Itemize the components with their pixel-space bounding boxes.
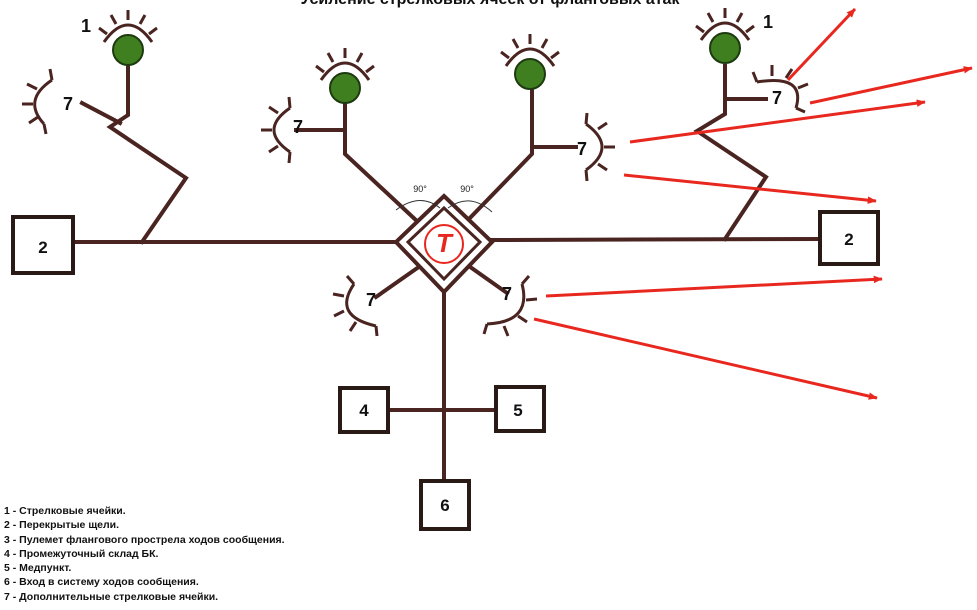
firing-cell-upper-right-pit	[514, 58, 546, 90]
trench-upper-right	[463, 84, 534, 225]
angle-label-left: 90°	[413, 184, 427, 194]
firing-cell-left-ticks	[98, 10, 158, 36]
legend-item: 3 - Пулемет флангового прострела ходов с…	[4, 533, 285, 546]
angle-arc-right	[447, 200, 493, 213]
firing-cells	[98, 8, 755, 104]
extra-cell-right-number: 7	[772, 88, 782, 108]
trench-main-right	[487, 236, 823, 243]
extra-cell-left-number: 7	[63, 94, 73, 114]
entrance-box	[419, 479, 471, 531]
shelters	[11, 210, 880, 531]
extra-cell-lower-left-ticks	[332, 275, 379, 337]
medical-post-box	[494, 385, 546, 433]
extra-cell-upper-right-ticks	[584, 112, 615, 182]
covered-slit-right-label: 2	[844, 230, 853, 249]
trench-left-branch-7	[79, 100, 123, 126]
extra-cell-lower-right-ticks	[482, 275, 538, 337]
machine-gun-circle	[424, 224, 464, 264]
diagram-title: Усиление стрелковых ячеек от фланговых а…	[301, 0, 681, 8]
trench-right-zigzag	[693, 64, 769, 242]
firing-cell-left	[98, 10, 158, 66]
angle-arc-left	[395, 200, 441, 211]
extra-cell-upper-left-number: 7	[293, 117, 303, 137]
firing-cell-upper-right-parapet	[504, 47, 556, 67]
inner-diamond	[405, 205, 483, 282]
fire-arrow-1	[786, 7, 857, 82]
firing-cell-left-parapet	[102, 23, 154, 43]
firing-cell-right-pit	[709, 32, 741, 64]
extra-cell-right-ticks	[751, 65, 809, 114]
firing-cell-right-parapet	[699, 21, 751, 41]
machine-gun-symbol: Т	[436, 228, 454, 258]
extra-cell-upper-right-arc	[585, 122, 604, 172]
covered-slit-left-label: 2	[38, 238, 47, 257]
legend-item: 2 - Перекрытые щели.	[4, 519, 120, 532]
ammo-depot-label: 4	[359, 401, 369, 420]
covered-slit-left	[11, 215, 75, 275]
firing-cell-upper-left-pit	[329, 72, 361, 104]
medical-post-label: 5	[513, 401, 522, 420]
extra-cell-right	[751, 65, 809, 114]
extra-cell-lower-right-number: 7	[502, 284, 512, 304]
extra-cell-upper-left	[261, 96, 292, 164]
trench-left-zigzag	[106, 64, 189, 245]
extra-cell-lower-left	[332, 275, 379, 337]
extra-cells	[22, 65, 809, 337]
legend-item: 6 - Вход в систему ходов сообщения.	[4, 576, 199, 589]
extra-cell-upper-left-arc	[272, 106, 291, 154]
firing-cell-upper-left	[315, 48, 375, 104]
firing-cell-upper-right-ticks	[500, 34, 560, 60]
covered-slit-right	[818, 210, 880, 266]
firing-cell-right	[695, 8, 755, 64]
extra-cell-lower-left-number: 7	[366, 290, 376, 310]
extra-cell-upper-left-ticks	[261, 96, 292, 164]
legend-item: 4 - Промежуточный склад БК.	[4, 547, 159, 560]
legend-item: 7 - Дополнительные стрелковые ячейки.	[4, 590, 219, 603]
firing-cell-right-number: 1	[763, 12, 773, 32]
firing-cell-upper-left-ticks	[315, 48, 375, 74]
trench-upper-left	[343, 98, 421, 225]
fire-arrow-6	[533, 317, 878, 400]
extra-cell-upper-right	[584, 112, 615, 182]
machine-gun-post: Т	[393, 193, 495, 295]
ammo-depot-box	[338, 386, 390, 434]
extra-cell-lower-right-arc	[486, 283, 526, 326]
fire-arrows	[533, 7, 973, 400]
legend-item: 1 - Стрелковые ячейки.	[4, 505, 126, 517]
extra-cell-right-arc	[756, 79, 800, 109]
angle-label-right: 90°	[460, 184, 474, 194]
legend: 1 - Стрелковые ячейки. 2 - Перекрытые ще…	[4, 504, 285, 604]
extra-cell-upper-right-number: 7	[577, 139, 587, 159]
firing-cell-upper-right	[500, 34, 560, 90]
extra-cell-left	[22, 68, 54, 135]
angle-markers: 90° 90°	[395, 184, 493, 213]
firing-cell-right-ticks	[695, 8, 755, 34]
fire-arrow-5	[545, 275, 883, 298]
fire-arrow-4	[623, 173, 877, 204]
entrance-label: 6	[440, 496, 449, 515]
legend-item: 5 - Медпункт.	[4, 562, 72, 575]
firing-cell-upper-left-parapet	[319, 61, 371, 81]
extra-cell-left-ticks	[22, 68, 54, 135]
fire-arrow-3	[629, 99, 926, 144]
extra-cell-lower-right	[482, 275, 538, 337]
extra-cell-left-arc	[33, 78, 53, 126]
extra-cell-lower-left-arc	[345, 283, 377, 328]
firing-cell-left-pit	[112, 34, 144, 66]
trench-lower-right	[463, 261, 510, 296]
firing-cell-left-number: 1	[81, 16, 91, 36]
trench-lower-left	[373, 261, 426, 300]
fire-arrow-2	[809, 66, 973, 105]
trench-network	[73, 64, 823, 483]
